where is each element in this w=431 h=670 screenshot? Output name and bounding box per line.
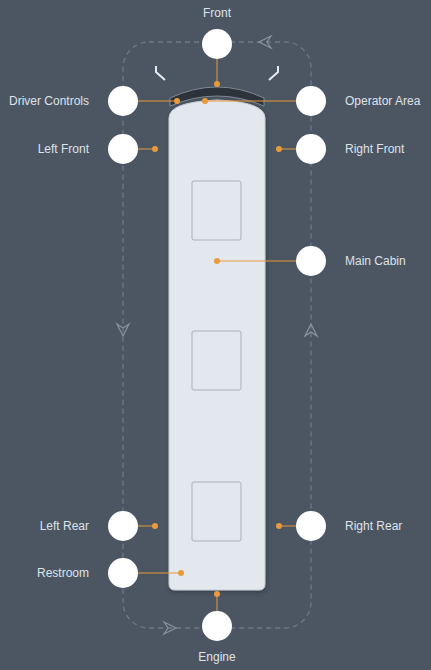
route-arrow [117,324,129,336]
callout-circle [296,511,326,541]
bus-body [169,100,265,590]
anchor-dot [174,98,180,104]
leader-line [138,573,181,574]
callout-circle [108,558,138,588]
route-arrow [259,36,271,48]
callout-circle [108,134,138,164]
part-label: Driver Controls [9,94,89,108]
callout-circle [296,86,326,116]
part-label: Restroom [37,566,89,580]
leader-line [217,59,218,84]
roof-hatch [192,331,241,390]
anchor-dot [276,523,282,529]
part-label: Left Rear [40,519,89,533]
anchor-dot [202,98,208,104]
callout-circle [108,511,138,541]
anchor-dot [178,570,184,576]
part-label: Engine [198,650,235,664]
roof-hatch [192,181,241,240]
route-arrow [164,622,176,634]
mirror [156,66,165,80]
part-label: Left Front [38,142,89,156]
anchor-dot [152,146,158,152]
part-label: Front [203,6,231,20]
part-label: Right Rear [345,519,402,533]
leader-line [205,101,296,102]
anchor-dot [214,258,220,264]
anchor-dot [276,146,282,152]
callout-circle [202,611,232,641]
route-arrow [305,324,317,336]
roof-hatch [192,482,241,541]
callout-circle [108,86,138,116]
part-label: Main Cabin [345,254,406,268]
part-label: Operator Area [345,94,420,108]
route-loop [123,42,311,628]
leader-line [138,101,177,102]
callout-circle [296,246,326,276]
callout-circle [202,29,232,59]
callout-circle [296,134,326,164]
anchor-dot [214,81,220,87]
anchor-dot [214,591,220,597]
leader-line [217,261,296,262]
anchor-dot [152,523,158,529]
part-label: Right Front [345,142,404,156]
mirror [269,66,278,80]
